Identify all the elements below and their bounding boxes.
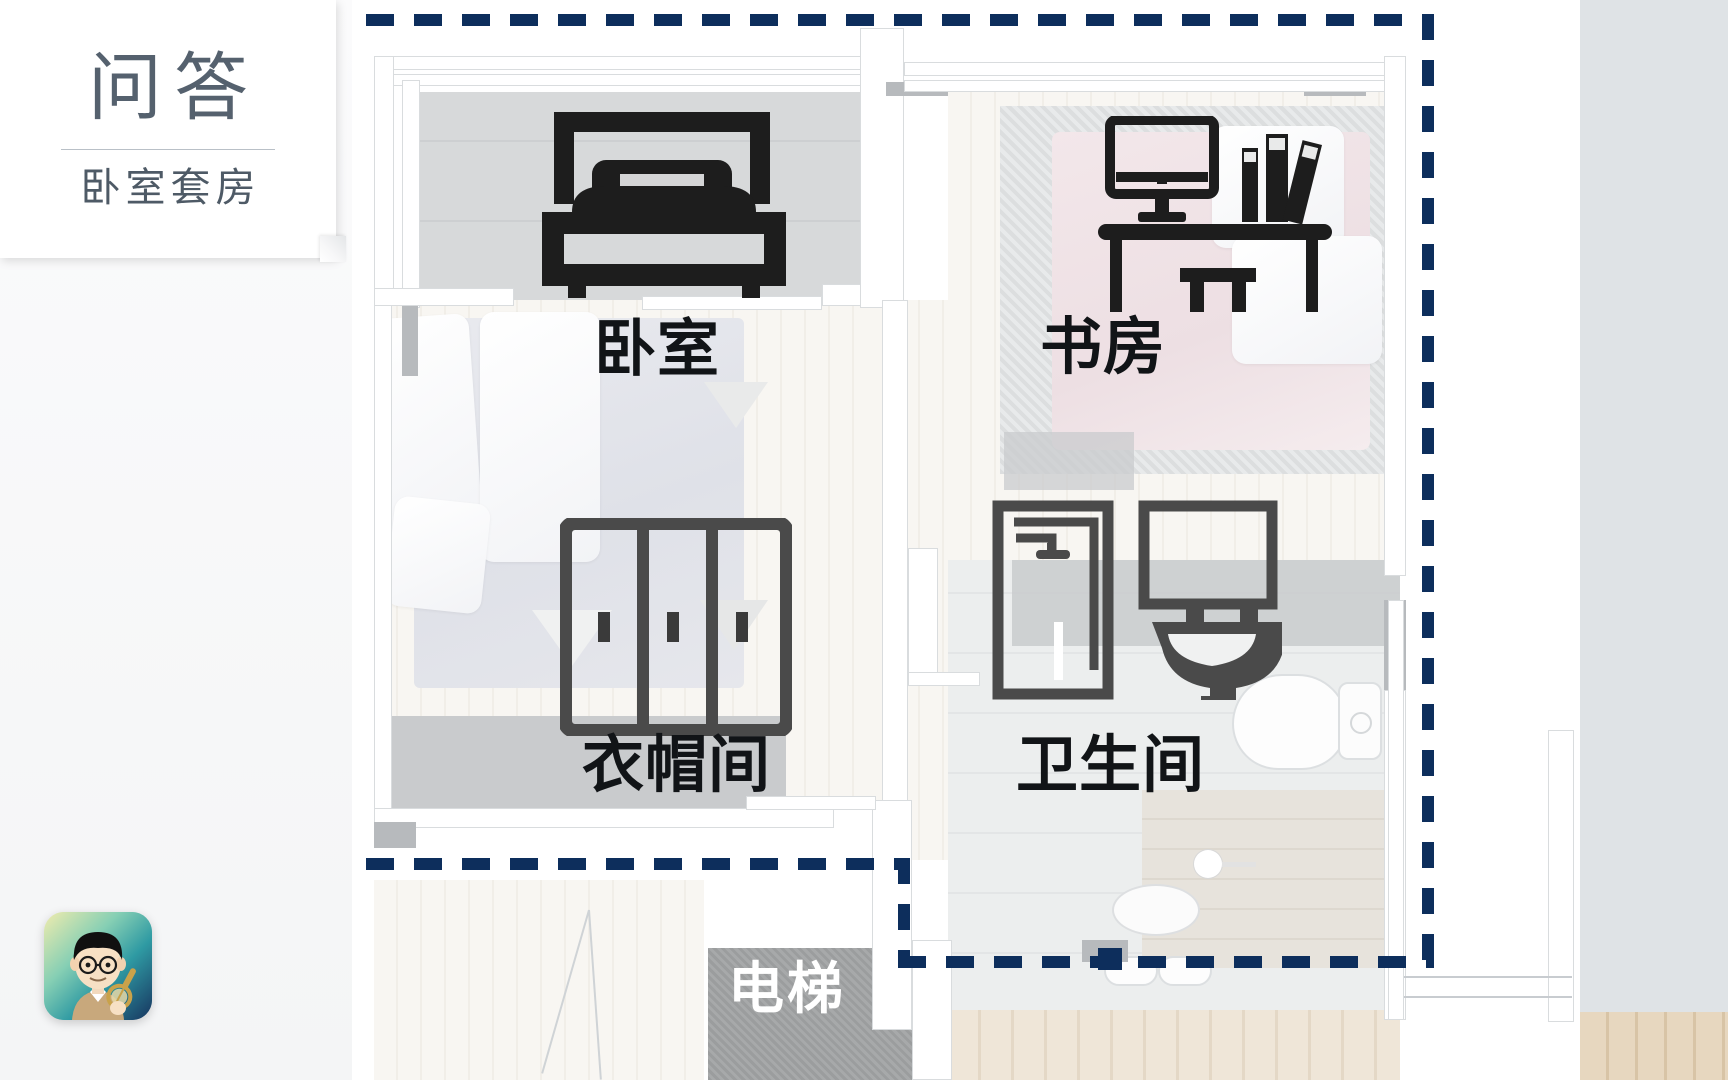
shower-sink-icon	[992, 500, 1282, 700]
wall-closet-bottom	[374, 808, 834, 828]
page-title: 问答	[88, 44, 260, 131]
bathtub-drain-icon	[1194, 850, 1222, 878]
room-label-bathroom: 卫生间	[1016, 728, 1206, 801]
wall-closet-bottom-pier	[374, 822, 416, 848]
bathroom-wood-strip	[948, 1010, 1400, 1080]
wall-bathroom-doorway	[908, 672, 980, 686]
toilet-flush-button-icon	[1350, 712, 1372, 734]
wall-study-top-window	[904, 80, 1404, 92]
room-label-closet: 衣帽间	[582, 728, 772, 801]
wall-bedroom-left-inner	[402, 80, 420, 308]
page-subtitle: 卧室套房	[80, 164, 261, 211]
wall-center-vertical-lower	[882, 300, 908, 820]
bedroom-pillow-small	[384, 495, 492, 615]
wall-bathroom-bottom	[912, 940, 952, 1080]
desk-computer-icon	[1098, 116, 1332, 312]
wall-bedroom-bottom-mid	[642, 296, 822, 310]
wall-bedroom-window-band	[392, 74, 894, 86]
plan-right-wood-strip	[1580, 1012, 1728, 1080]
wall-right-exterior	[1384, 56, 1406, 576]
wall-bathroom-bottom-pier	[1082, 940, 1128, 962]
wall-bedroom-left-outer	[374, 56, 394, 306]
bathroom-sink-bowl	[1112, 884, 1200, 936]
room-label-study: 书房	[1040, 310, 1167, 383]
bedroom-rug-triangle-a	[704, 382, 768, 428]
wardrobe-icon	[560, 518, 792, 736]
wall-bedroom-bottom-left	[374, 288, 514, 306]
wall-closet-bottom-sill	[746, 796, 876, 810]
plan-right-grey-panel	[1580, 0, 1728, 1080]
bed-icon	[542, 112, 786, 298]
wall-right-sill-a	[1404, 976, 1572, 978]
bathroom-basin-twin-right	[1158, 956, 1212, 986]
wall-rightpanel-bottom-fin	[1548, 730, 1574, 1022]
study-rug-darkband	[1004, 432, 1134, 490]
wall-study-top	[904, 62, 1404, 76]
wall-center-vertical-upper	[860, 28, 904, 308]
wall-bedroom-left-pier	[402, 300, 418, 376]
title-card-folded-corner	[320, 236, 346, 262]
wall-center-vertical-bottom	[872, 800, 912, 1030]
floorplan-image: 卧室 书房 衣帽间 卫生间 电梯	[352, 0, 1728, 1080]
bathtub-faucet-icon	[1222, 862, 1256, 867]
room-label-elevator: 电梯	[728, 957, 846, 1022]
wall-bedroom-top-outer	[374, 56, 894, 70]
avatar[interactable]	[44, 912, 152, 1020]
wall-bathroom-top	[908, 548, 938, 678]
bathtub-tiled-area	[1142, 790, 1400, 968]
room-label-bedroom: 卧室	[594, 312, 721, 385]
toilet-fixture	[1232, 674, 1348, 770]
title-card: 问答 卧室套房	[0, 0, 336, 258]
wall-bedroom-left-lower	[374, 300, 392, 820]
wall-right-sill-b	[1404, 996, 1572, 998]
title-divider	[61, 148, 275, 150]
wall-far-right-partition	[1388, 600, 1404, 1020]
person-with-glasses-avatar-icon	[44, 912, 152, 1020]
lobby-floor	[374, 880, 704, 1080]
